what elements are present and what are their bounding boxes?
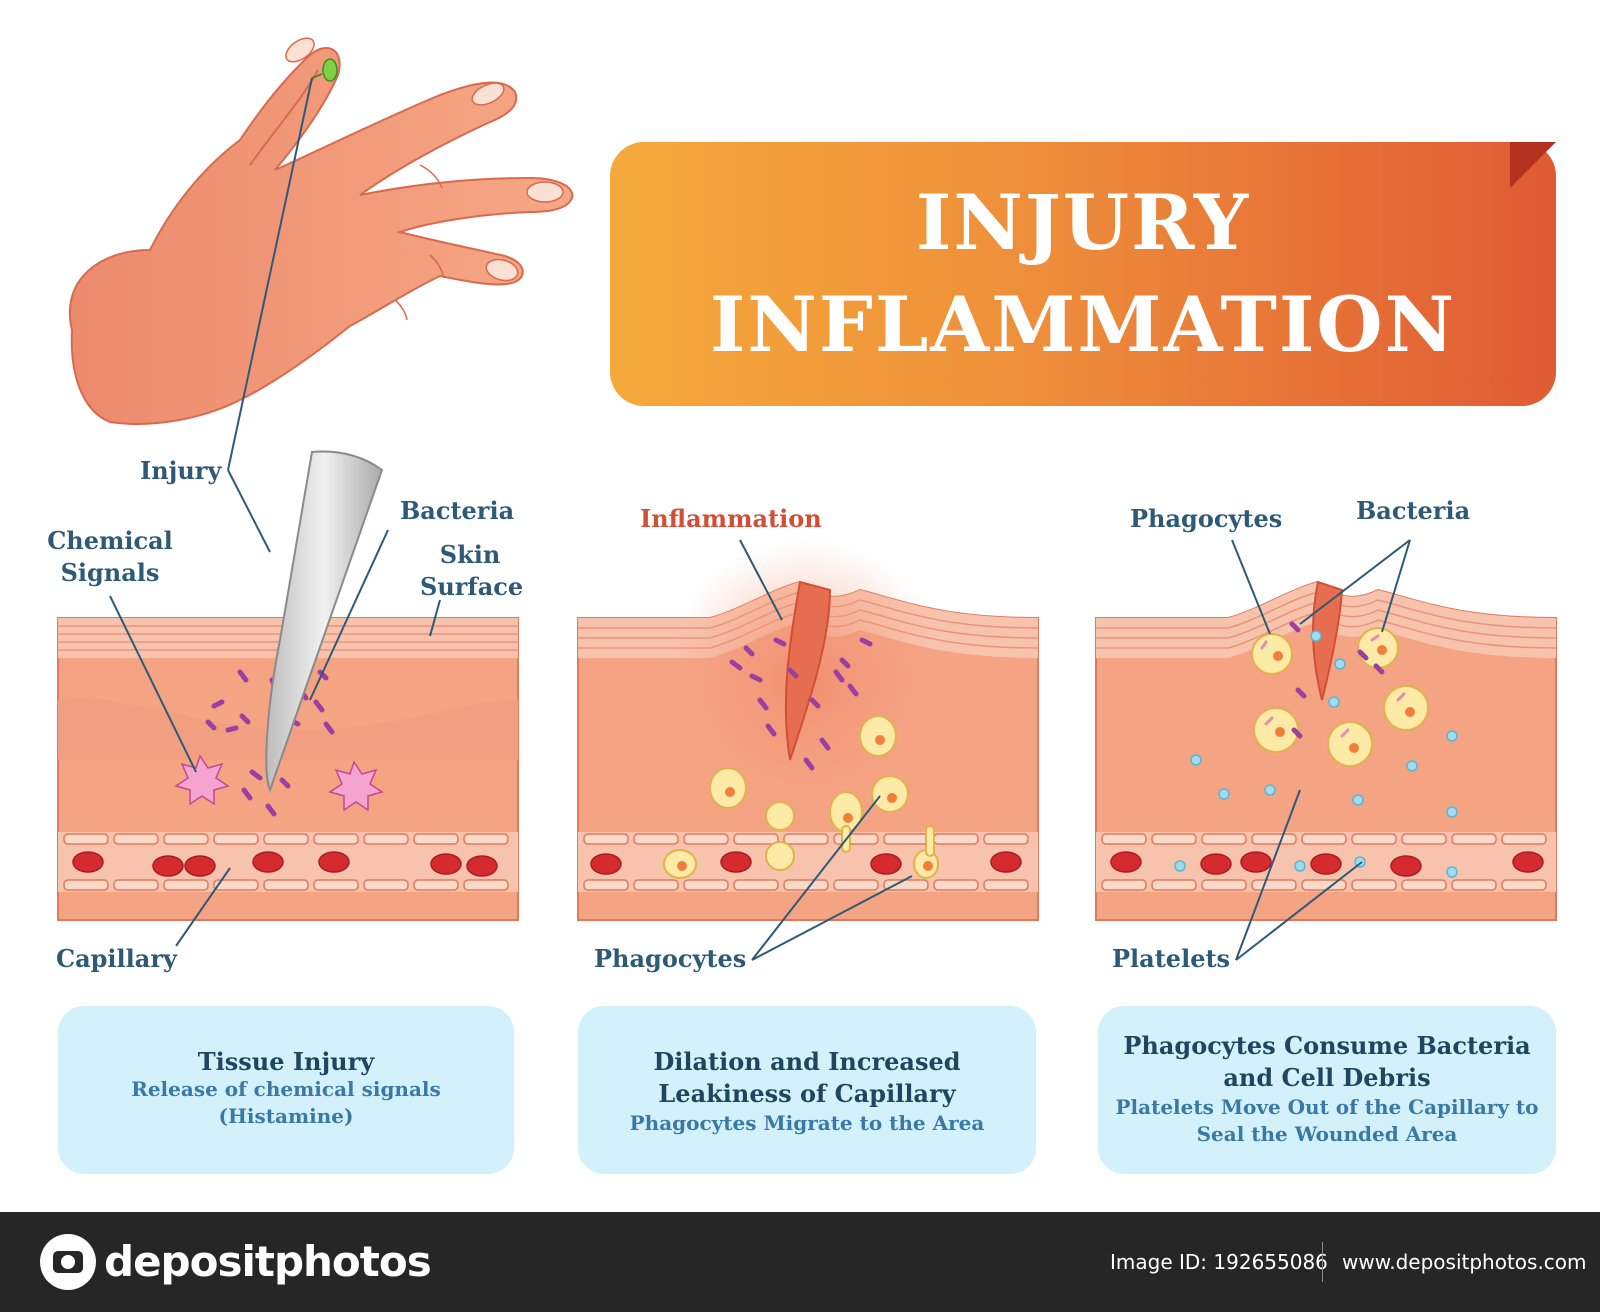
caption-2-heading-line2: Leakiness of Capillary (658, 1079, 956, 1108)
caption-1-heading: Tissue Injury (197, 1047, 375, 1076)
title-banner (610, 142, 1556, 406)
label-phagocytes-panel2: Phagocytes (594, 944, 747, 973)
footer-bar (0, 1212, 1600, 1312)
label-bacteria-panel1: Bacteria (400, 496, 515, 525)
label-chemical-signals-line1: Chemical (47, 526, 173, 555)
panel-dilation (577, 539, 1039, 961)
label-skin-surface-line2: Surface (420, 572, 524, 601)
label-capillary: Capillary (56, 944, 177, 973)
caption-card-tissue-injury (58, 1006, 514, 1174)
caption-3-sub-line2: Seal the Wounded Area (1196, 1122, 1458, 1146)
caption-card-phagocytes-consume (1098, 1006, 1556, 1174)
caption-3-sub-line1: Platelets Move Out of the Capillary to (1115, 1095, 1539, 1119)
title-line-2: INFLAMMATION (709, 280, 1457, 369)
injury-leader-lines (227, 77, 313, 553)
label-injury: Injury (140, 456, 222, 485)
camera-lens-icon (61, 1255, 75, 1269)
footer-brand[interactable]: depositphotos (104, 1237, 432, 1286)
title-line-1: INJURY (915, 178, 1251, 267)
label-phagocytes-panel3: Phagocytes (1130, 504, 1283, 533)
footer-image-id: Image ID: 192655086 (1110, 1250, 1328, 1274)
caption-3-heading-line2: and Cell Debris (1223, 1063, 1431, 1092)
footer-divider (1322, 1242, 1323, 1282)
hand-illustration (69, 37, 574, 425)
label-skin-surface-line1: Skin (439, 540, 501, 569)
caption-1-sub-line2: (Histamine) (218, 1104, 354, 1128)
label-chemical-signals-line2: Signals (60, 558, 160, 587)
title-banner-fold (1510, 142, 1556, 188)
caption-2-sub: Phagocytes Migrate to the Area (629, 1111, 985, 1135)
label-inflammation: Inflammation (640, 504, 822, 533)
caption-2-heading-line1: Dilation and Increased (653, 1047, 961, 1076)
panel-phagocytes-consume (1095, 539, 1557, 961)
label-platelets: Platelets (1112, 944, 1231, 973)
footer-site-link[interactable]: www.depositphotos.com (1342, 1250, 1587, 1274)
label-bacteria-panel3: Bacteria (1356, 496, 1471, 525)
caption-3-heading-line1: Phagocytes Consume Bacteria (1123, 1031, 1531, 1060)
caption-card-dilation (578, 1006, 1036, 1174)
caption-1-sub-line1: Release of chemical signals (131, 1077, 441, 1101)
panel-tissue-injury (57, 450, 519, 947)
